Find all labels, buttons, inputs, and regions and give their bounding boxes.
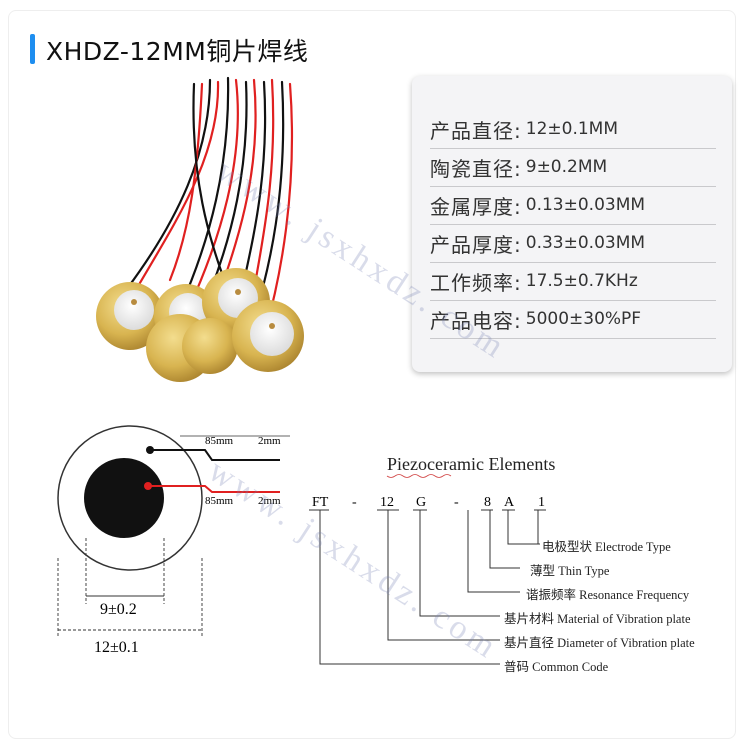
technical-diagram: 85mm 2mm 85mm 2mm 9±0.2 12±0.1 Piezocera… [57, 425, 695, 674]
spec-row-capacitance: 产品电容: 5000±30%PF [430, 300, 716, 339]
spec-label: 产品厚度: [430, 232, 522, 257]
legend-cn: 基片直径 [504, 636, 554, 650]
spec-value: 0.13±0.03MM [525, 195, 646, 215]
spec-value: 9±0.2MM [525, 157, 608, 177]
code-ft: FT [312, 495, 329, 510]
spec-row-metal-thickness: 金属厚度: 0.13±0.03MM [430, 186, 716, 225]
page-title: XHDZ-12MM铜片焊线 [46, 37, 309, 66]
svg-text:薄型 Thin Type: 薄型 Thin Type [530, 563, 610, 578]
legend-en: Thin Type [558, 564, 610, 578]
code-a: A [504, 495, 515, 510]
product-photo [96, 76, 304, 382]
spec-label: 工作频率: [430, 270, 522, 295]
ceramic-disc [84, 458, 164, 538]
code-g: G [416, 495, 426, 510]
legend-cn: 谐振频率 [526, 587, 576, 602]
code-1: 1 [538, 495, 545, 510]
legend-en: Diameter of Vibration plate [557, 636, 695, 650]
wire-red [148, 485, 280, 493]
legend-cn: 基片材料 [504, 612, 555, 626]
outer-disc [57, 425, 203, 571]
spec-value: 0.33±0.03MM [525, 233, 646, 253]
wire-bottom-length: 85mm [205, 495, 234, 507]
svg-text:基片直径 Diameter of Vibration pla: 基片直径 Diameter of Vibration plate [504, 636, 695, 650]
wire-black [150, 449, 280, 461]
spec-row-diameter: 产品直径: 12±0.1MM [430, 110, 716, 149]
svg-text:谐振频率 Resonance Frequency: 谐振频率 Resonance Frequency [526, 587, 690, 602]
spec-table: 产品直径: 12±0.1MM 陶瓷直径: 9±0.2MM 金属厚度: 0.13±… [412, 76, 732, 372]
svg-text:普码 Common Code: 普码 Common Code [504, 660, 609, 674]
spec-value: 5000±30%PF [525, 309, 642, 329]
svg-text:电极型状 Electrode Type: 电极型状 Electrode Type [542, 540, 671, 554]
wire-bottom-strip: 2mm [258, 495, 281, 507]
legend-en: Electrode Type [595, 540, 671, 554]
code-12: 12 [380, 495, 394, 510]
legend-en: Resonance Frequency [579, 588, 690, 602]
spec-label: 产品直径: [430, 118, 522, 143]
legend-cn: 薄型 [530, 563, 555, 578]
spec-row-frequency: 工作频率: 17.5±0.7KHz [430, 262, 716, 301]
legend-en: Common Code [532, 660, 608, 674]
spec-value: 17.5±0.7KHz [525, 271, 638, 291]
title-accent-bar [30, 34, 35, 64]
code-dash-2: - [454, 495, 459, 510]
legend-cn: 电极型状 [542, 540, 593, 554]
wire-top-length: 85mm [205, 435, 234, 447]
legend-en: Material of Vibration plate [557, 612, 691, 626]
spec-label: 金属厚度: [430, 194, 522, 219]
spec-label: 陶瓷直径: [430, 156, 522, 181]
code-dash-1: - [352, 495, 357, 510]
diagram-heading: Piezoceramic Elements [387, 454, 555, 474]
wire-top-strip: 2mm [258, 435, 281, 447]
spec-value: 12±0.1MM [525, 119, 618, 139]
spec-label: 产品电容: [430, 308, 522, 333]
inner-dimension: 9±0.2 [100, 601, 137, 618]
spec-row-ceramic-diameter: 陶瓷直径: 9±0.2MM [430, 148, 716, 187]
outer-dimension: 12±0.1 [94, 639, 139, 656]
svg-text:基片材料 Material of Vibration pla: 基片材料 Material of Vibration plate [504, 612, 691, 626]
code-8: 8 [484, 495, 491, 510]
legend-cn: 普码 [504, 660, 529, 674]
spec-row-product-thickness: 产品厚度: 0.33±0.03MM [430, 224, 716, 263]
